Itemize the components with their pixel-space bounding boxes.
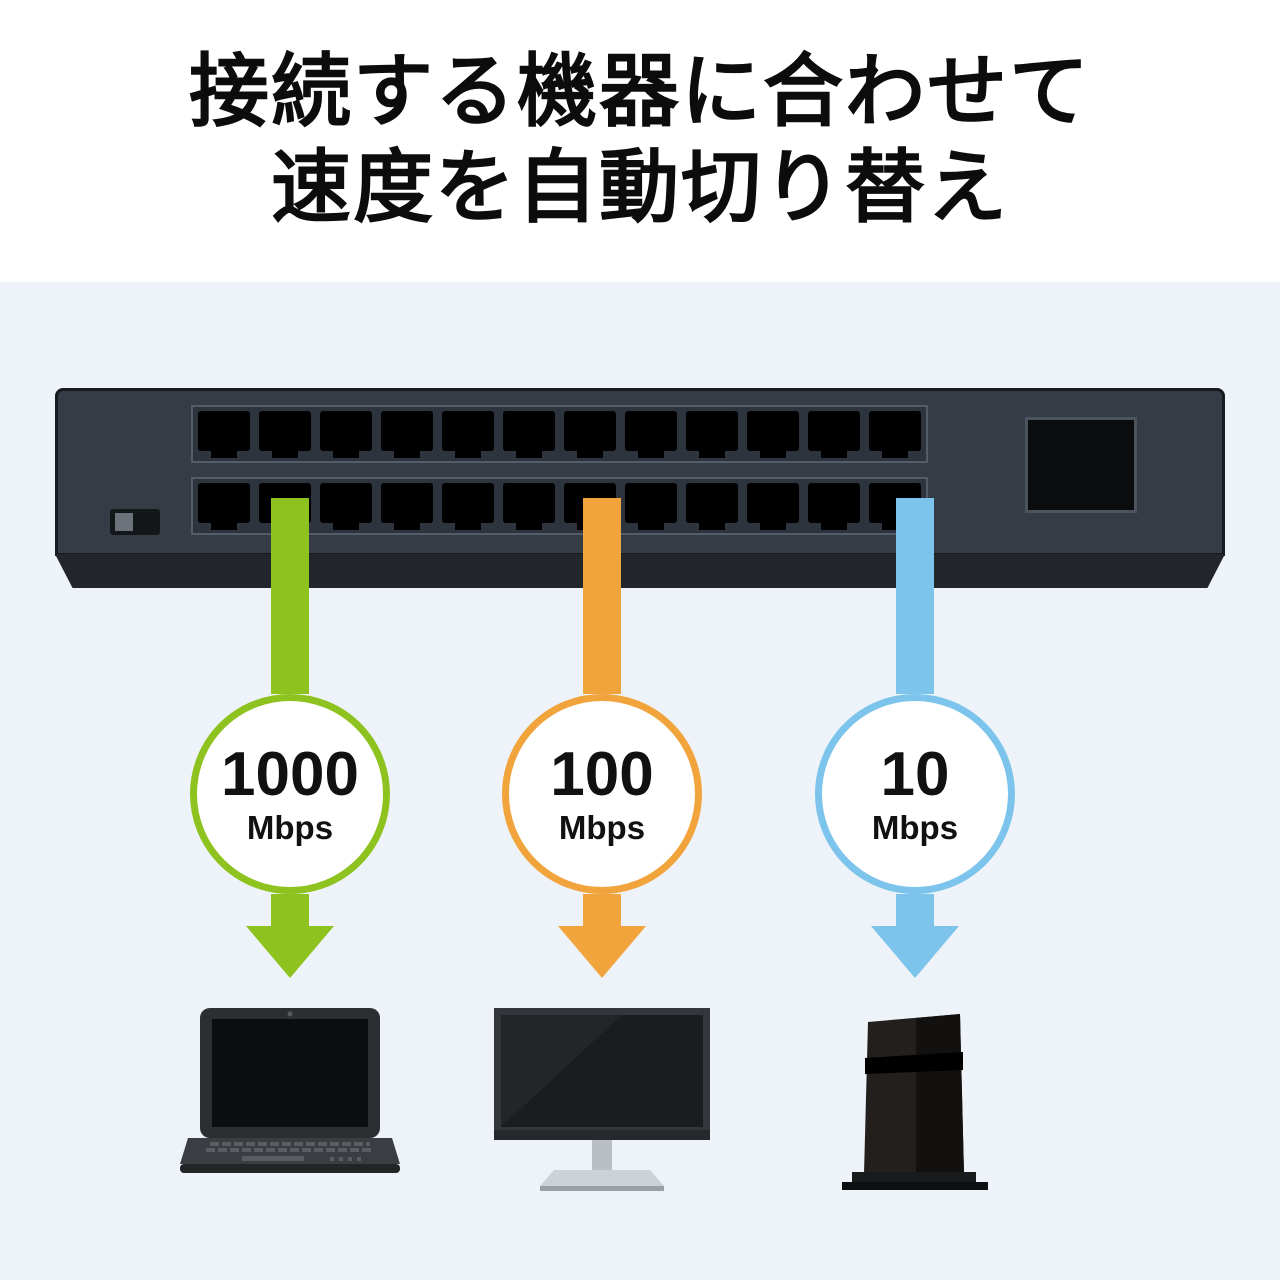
monitor-illustration <box>494 1008 710 1191</box>
switch-reset-button <box>110 509 160 535</box>
ethernet-port-icon <box>503 411 555 451</box>
ethernet-port-icon <box>259 411 311 451</box>
arrow-shaft-icon <box>271 894 309 926</box>
ethernet-port-icon <box>503 483 555 523</box>
ethernet-port-icon <box>869 411 921 451</box>
arrow-shaft-icon <box>271 498 309 694</box>
ethernet-port-icon <box>686 483 738 523</box>
switch-body <box>55 388 1225 556</box>
title-line-1: 接続する機器に合わせて <box>189 47 1091 136</box>
speed-badge-1000: 1000 Mbps <box>190 694 390 894</box>
ethernet-port-icon <box>625 483 677 523</box>
port-row-bottom <box>191 477 928 535</box>
switch-base <box>55 554 1225 588</box>
arrow-down-icon <box>246 926 334 978</box>
ethernet-port-icon <box>381 483 433 523</box>
ethernet-port-icon <box>625 411 677 451</box>
arrow-down-icon <box>871 926 959 978</box>
speed-value: 10 <box>880 740 950 809</box>
ethernet-port-icon <box>808 411 860 451</box>
ethernet-port-icon <box>564 411 616 451</box>
arrow-shaft-icon <box>583 894 621 926</box>
ethernet-port-icon <box>198 411 250 451</box>
speed-column-10: 10 Mbps <box>815 498 1015 1198</box>
speed-value: 100 <box>550 740 654 809</box>
title-line-2: 速度を自動切り替え <box>271 143 1009 232</box>
arrow-shaft-icon <box>583 498 621 694</box>
arrow-shaft-icon <box>896 894 934 926</box>
ethernet-port-icon <box>320 411 372 451</box>
ethernet-port-icon <box>320 483 372 523</box>
ethernet-port-icon <box>381 411 433 451</box>
arrow-shaft-icon <box>896 498 934 694</box>
game-console-illustration <box>842 1014 988 1190</box>
speed-unit: Mbps <box>871 809 959 846</box>
port-row-top <box>191 405 928 463</box>
laptop-illustration <box>180 1008 400 1173</box>
ethernet-port-icon <box>442 411 494 451</box>
speed-value: 1000 <box>221 740 359 809</box>
speed-badge-100: 100 Mbps <box>502 694 702 894</box>
ethernet-port-icon <box>442 483 494 523</box>
speed-column-1000: 1000 Mbps <box>180 498 400 1178</box>
uplink-panel <box>1025 417 1137 513</box>
network-switch-illustration <box>55 388 1225 588</box>
speed-badge-10: 10 Mbps <box>815 694 1015 894</box>
ethernet-port-icon <box>198 483 250 523</box>
speed-unit: Mbps <box>558 809 646 846</box>
page-title: 接続する機器に合わせて 速度を自動切り替え <box>0 44 1280 236</box>
ethernet-port-icon <box>747 483 799 523</box>
arrow-down-icon <box>558 926 646 978</box>
ethernet-port-icon <box>686 411 738 451</box>
speed-unit: Mbps <box>246 809 334 846</box>
ethernet-port-icon <box>747 411 799 451</box>
speed-column-100: 100 Mbps <box>492 498 712 1193</box>
ethernet-port-icon <box>808 483 860 523</box>
